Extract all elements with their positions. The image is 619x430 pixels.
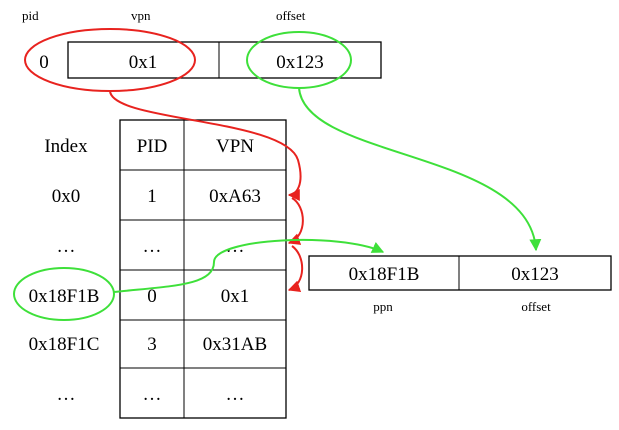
row-pid: … (143, 236, 162, 257)
index-to-ppn-arrow (113, 238, 385, 293)
row-index: 0x18F1C (29, 334, 100, 355)
offset-copy-arrow (298, 87, 542, 252)
header-index: Index (44, 136, 88, 157)
row-vpn: … (226, 384, 245, 405)
row-vpn: 0x31AB (203, 334, 267, 355)
pa-ppn-value: 0x18F1B (349, 264, 420, 285)
virtual-address-box (67, 41, 382, 79)
pa-offset-label: offset (521, 299, 551, 314)
pa-ppn-label: ppn (373, 299, 393, 314)
row-index: 0x0 (52, 186, 81, 207)
row-index: 0x18F1B (29, 286, 100, 307)
va-vpn-value: 0x1 (129, 52, 158, 73)
va-offset-label: offset (276, 8, 306, 23)
row-pid: 1 (147, 186, 157, 207)
row-vpn: 0xA63 (209, 186, 261, 207)
va-offset-value: 0x123 (276, 52, 324, 73)
matched-index-ellipse (13, 267, 115, 321)
va-vpn-label: vpn (131, 8, 151, 23)
search-arrow-to-row1 (287, 197, 304, 245)
physical-address-box (308, 255, 612, 291)
header-vpn: VPN (216, 136, 254, 157)
search-arrow-to-row2 (287, 245, 304, 293)
row-pid: 0 (147, 286, 157, 307)
pid-vpn-highlight-ellipse (24, 28, 196, 92)
header-pid: PID (137, 136, 168, 157)
row-vpn: 0x1 (221, 286, 250, 307)
row-pid: … (143, 384, 162, 405)
row-index: … (57, 384, 76, 405)
pa-offset-value: 0x123 (511, 264, 559, 285)
va-pid-value: 0 (39, 52, 49, 73)
row-pid: 3 (147, 334, 157, 355)
search-arrow-to-row0 (109, 90, 302, 201)
page-table-grid (119, 119, 287, 419)
row-index: … (57, 236, 76, 257)
va-pid-label: pid (22, 8, 39, 23)
